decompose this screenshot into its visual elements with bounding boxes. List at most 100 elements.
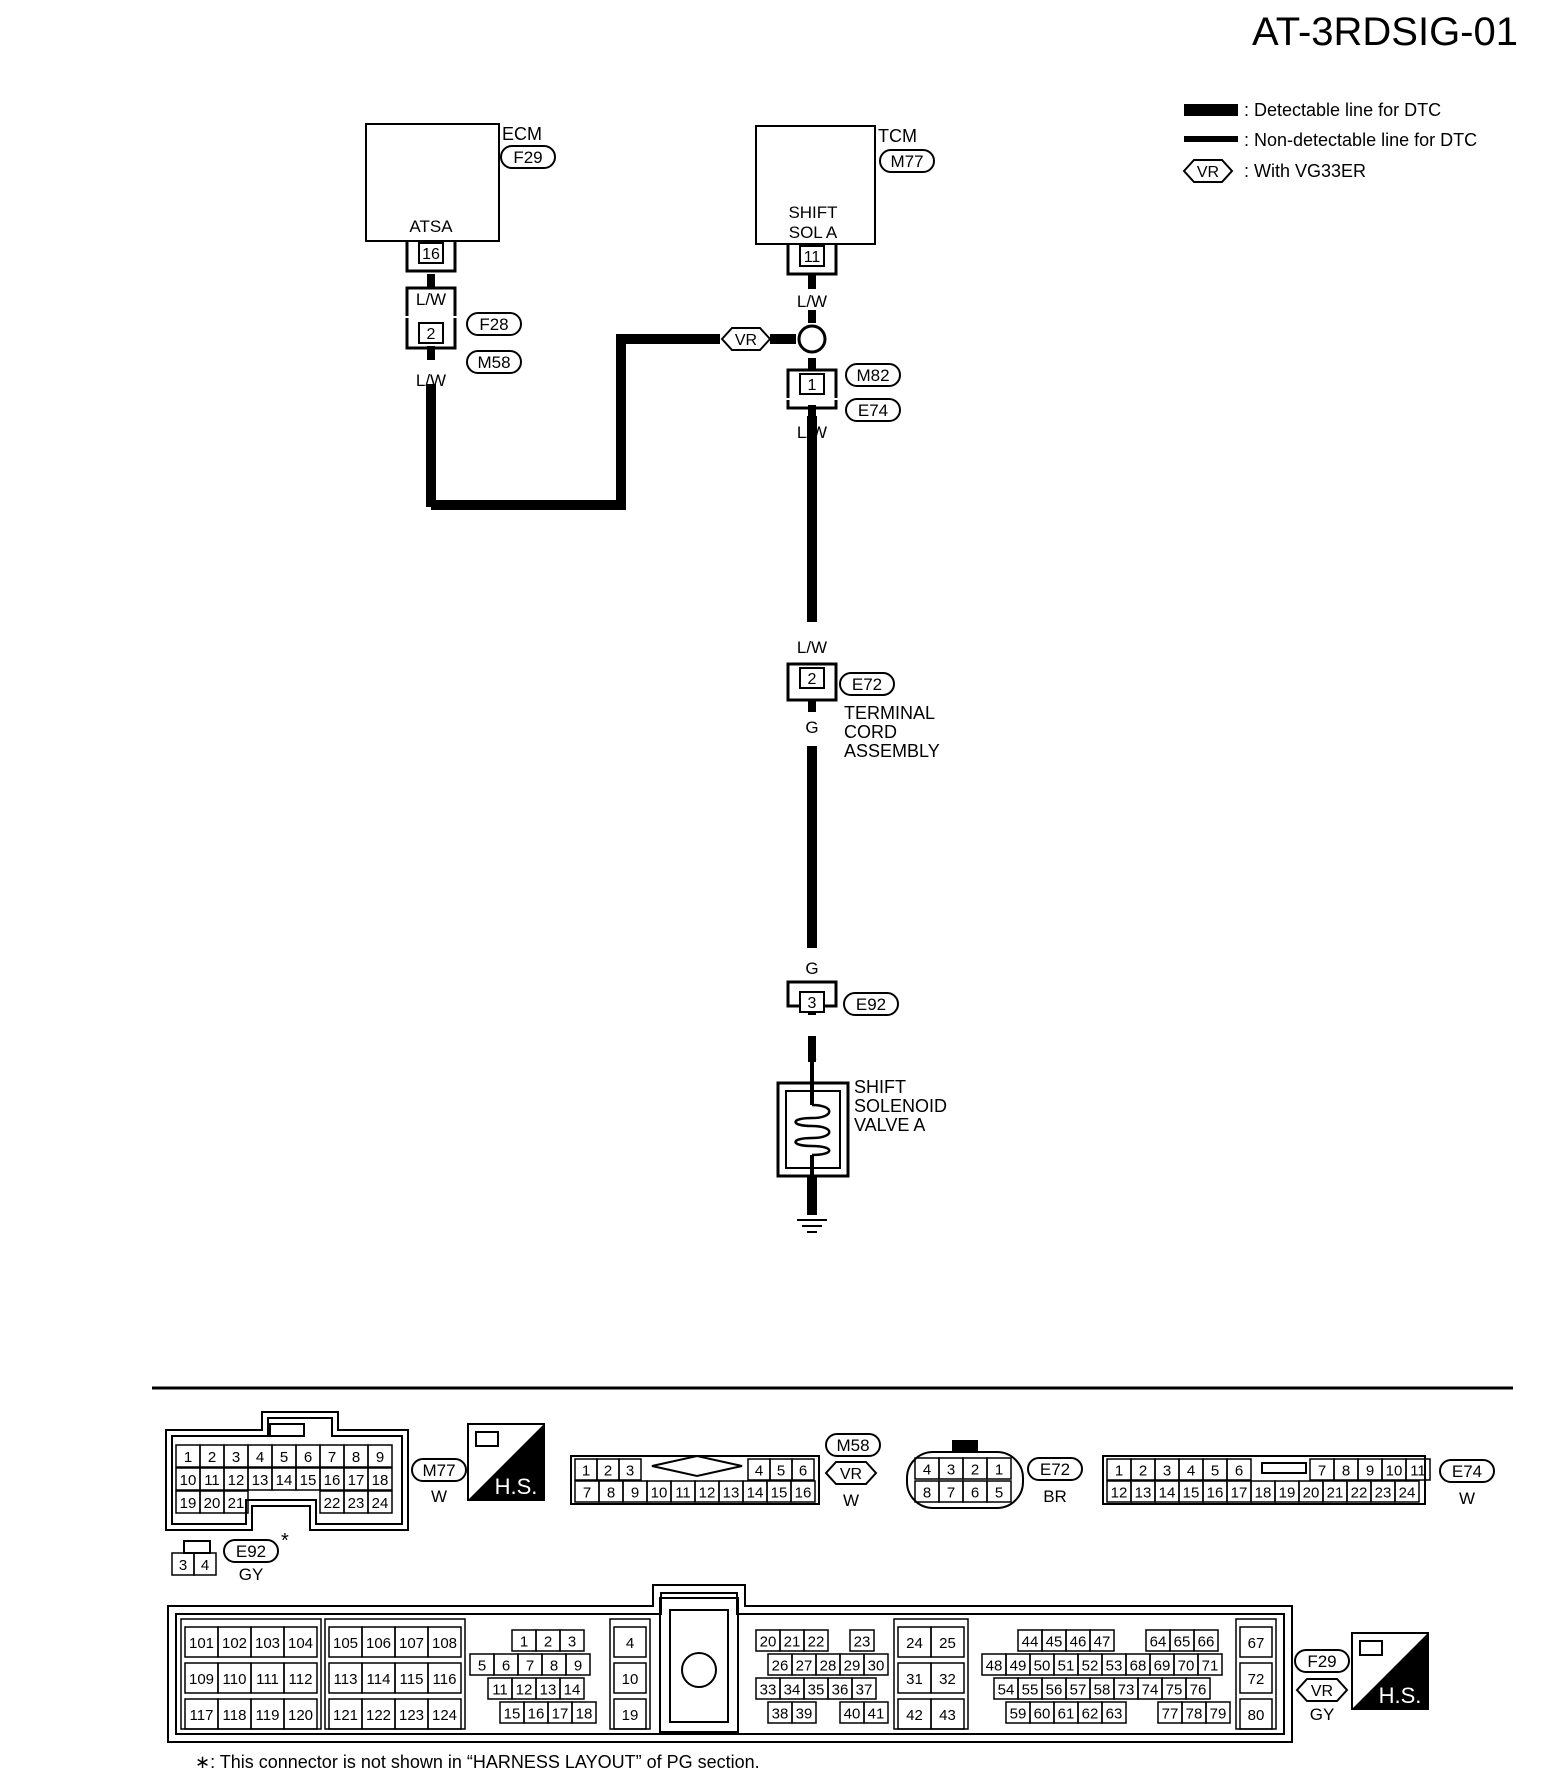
pin-label: 51 (1058, 1658, 1075, 1675)
pin-label: 6 (971, 1485, 979, 1502)
pin-cell (863, 1701, 889, 1724)
pin-cell (849, 1629, 875, 1652)
pin-label: 112 (289, 1671, 313, 1688)
pin-label: 58 (1094, 1682, 1111, 1699)
pin-cell (1226, 1458, 1252, 1481)
pin-label: 7 (1318, 1463, 1326, 1480)
pin-cell (1185, 1677, 1211, 1700)
pin-label: 38 (772, 1706, 789, 1723)
pin-label: 57 (1070, 1682, 1087, 1699)
pin-label: 121 (333, 1707, 358, 1724)
tcm-pin-label-2: SOL A (789, 223, 838, 242)
pin-label: 42 (906, 1707, 923, 1724)
pin-label: 18 (1255, 1485, 1272, 1502)
pin-cell (571, 1701, 597, 1724)
pin-cell (618, 1458, 642, 1481)
pin-label: 16 (1207, 1485, 1224, 1502)
pin-cell (559, 1677, 585, 1700)
pin-label: 101 (189, 1635, 214, 1652)
pin-label: 73 (1118, 1682, 1135, 1699)
ecm-label: ECM (502, 124, 542, 144)
f29-vr: VR (1311, 1683, 1333, 1700)
pin-label: 55 (1022, 1682, 1039, 1699)
joint-e92-pin: 3 (808, 995, 817, 1012)
pin-label: 61 (1058, 1706, 1075, 1723)
short-wires (427, 274, 816, 1062)
pin-label: 6 (502, 1658, 510, 1675)
pin-label: 15 (771, 1485, 788, 1502)
pin-label: 44 (1022, 1634, 1039, 1651)
pin-label: 12 (1111, 1485, 1128, 1502)
pin-cell (283, 1626, 318, 1658)
legend-vr-text: : With VG33ER (1244, 161, 1366, 181)
pin-label: 15 (504, 1706, 521, 1723)
pin-label: 4 (256, 1449, 264, 1466)
m77-color: W (431, 1487, 447, 1506)
pin-label: 1 (582, 1463, 590, 1480)
pin-label: 23 (348, 1495, 365, 1512)
wire-label-lw-ecm: L/W (416, 290, 446, 309)
pin-cell (367, 1490, 393, 1514)
pin-label: 6 (304, 1449, 312, 1466)
m77-id: M77 (422, 1461, 455, 1480)
wires (426, 334, 817, 1215)
pin-cell (930, 1626, 965, 1658)
pin-cell (283, 1662, 318, 1694)
joint-e92: 3 E92 (786, 980, 899, 1016)
pin-label: 8 (352, 1449, 360, 1466)
hs-icon-m77: H.S. (467, 1423, 545, 1501)
pin-label: 59 (1010, 1706, 1027, 1723)
pin-label: 120 (288, 1707, 313, 1724)
pin-label: 48 (986, 1658, 1003, 1675)
pin-label: 117 (190, 1707, 214, 1724)
pin-label: 53 (1106, 1658, 1123, 1675)
footnote: ∗: This connector is not shown in “HARNE… (195, 1752, 760, 1772)
pin-label: 33 (760, 1682, 777, 1699)
pin-label: 21 (228, 1495, 245, 1512)
pin-label: 9 (376, 1449, 384, 1466)
pin-label: 24 (372, 1495, 389, 1512)
pin-label: 4 (755, 1463, 763, 1480)
pin-label: 43 (939, 1707, 956, 1724)
f29-color: GY (1310, 1705, 1335, 1724)
pin-cell (851, 1677, 877, 1700)
e74-color: W (1459, 1489, 1475, 1508)
pin-label: 49 (1010, 1658, 1027, 1675)
pin-cell (986, 1480, 1012, 1503)
m58-color: W (843, 1491, 859, 1510)
vr-tag: VR (720, 327, 772, 351)
pin-label: 6 (1235, 1463, 1243, 1480)
pin-label: 75 (1166, 1682, 1183, 1699)
ecm-connector-id: F29 (513, 148, 542, 167)
pin-label: 111 (256, 1671, 279, 1688)
pin-cell (986, 1457, 1012, 1480)
pin-label: 11 (1410, 1463, 1426, 1480)
pin-label: 19 (180, 1495, 197, 1512)
pin-label: 9 (631, 1485, 639, 1502)
shift-solenoid-valve: SHIFT SOLENOID VALVE A (776, 1060, 947, 1178)
pin-label: 39 (796, 1706, 813, 1723)
ecm-module: ECM F29 ATSA 16 (365, 123, 556, 273)
pin-label: 3 (626, 1463, 634, 1480)
pin-label: 40 (844, 1706, 861, 1723)
tcm-module: TCM M77 SHIFT SOL A 11 (755, 125, 935, 276)
pin-label: 106 (366, 1635, 391, 1652)
joint-f28-pin: 2 (427, 326, 436, 343)
pin-label: 1 (1115, 1463, 1123, 1480)
pin-label: 11 (675, 1485, 691, 1502)
f29-id: F29 (1307, 1652, 1336, 1671)
pin-label: 79 (1210, 1706, 1227, 1723)
pin-label: 7 (583, 1485, 591, 1502)
pin-cell (1405, 1458, 1431, 1481)
pin-label: 14 (564, 1682, 581, 1699)
pin-label: 16 (795, 1485, 812, 1502)
pin-label: 5 (995, 1485, 1003, 1502)
pin-label: 7 (328, 1449, 336, 1466)
pin-label: 5 (478, 1658, 486, 1675)
pin-label: 13 (252, 1472, 269, 1489)
pin-cell (1205, 1701, 1231, 1724)
pin-label: 10 (651, 1485, 668, 1502)
pin-label: 29 (844, 1658, 861, 1675)
pin-label: 76 (1190, 1682, 1207, 1699)
